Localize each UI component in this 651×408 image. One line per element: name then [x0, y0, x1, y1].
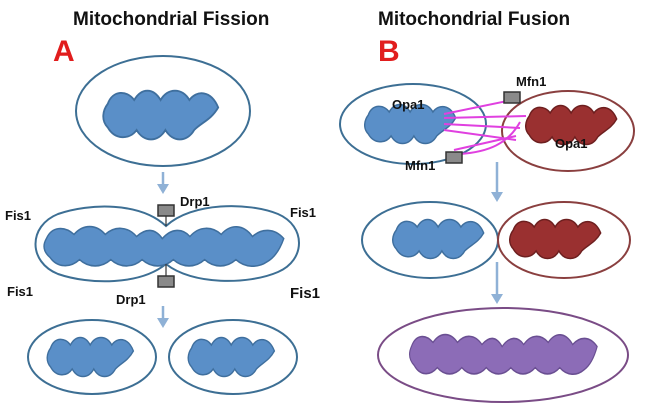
- fusion-panel-letter: B: [378, 35, 400, 68]
- drp1-label-bottom: Drp1: [116, 292, 146, 307]
- opa1-label-left: Opa1: [392, 97, 425, 112]
- fis1-label-top-right: Fis1: [290, 205, 316, 220]
- mfn1-label-top: Mfn1: [516, 74, 546, 89]
- drp1-protein: [157, 204, 175, 217]
- drp1-top: Drp1: [157, 194, 210, 226]
- fission-daughter-left: [27, 319, 157, 395]
- mfn1-protein: [503, 91, 521, 104]
- fusion-mitochondrion-fused: [377, 307, 629, 403]
- fusion-arrow-1: [491, 162, 503, 202]
- fission-panel: Mitochondrial Fission A Drp1 Drp1 Fis1 F…: [5, 9, 320, 395]
- fission-panel-letter: A: [53, 35, 75, 68]
- fusion-docked-blue: [361, 201, 499, 279]
- fission-arrow-1: [157, 172, 169, 194]
- drp1-bottom: Drp1: [116, 264, 175, 307]
- fusion-docked-red: [497, 201, 631, 279]
- fission-title: Mitochondrial Fission: [73, 9, 269, 30]
- mfn1-tethers: [443, 99, 527, 155]
- mfn1-protein: [445, 151, 463, 164]
- fusion-mitochondrion-blue: Opa1: [339, 83, 487, 165]
- fission-mitochondrion-intact: [75, 55, 251, 167]
- fission-arrow-2: [157, 306, 169, 328]
- fis1-label-bottom-right: Fis1: [290, 285, 320, 302]
- drp1-label-top: Drp1: [180, 194, 210, 209]
- mfn1-top: Mfn1: [503, 74, 546, 104]
- tether-line: [443, 123, 521, 129]
- mfn1-label-bottom: Mfn1: [405, 158, 435, 173]
- tether-line: [443, 115, 527, 119]
- drp1-protein: [157, 275, 175, 288]
- fis1-label-bottom-left: Fis1: [7, 284, 33, 299]
- fission-mitochondrion-constricting: [34, 205, 300, 283]
- mfn1-bottom: Mfn1: [405, 151, 463, 173]
- fusion-title: Mitochondrial Fusion: [378, 9, 570, 30]
- opa1-label-right: Opa1: [555, 136, 588, 151]
- tether-line: [459, 121, 521, 155]
- fis1-label-top-left: Fis1: [5, 208, 31, 223]
- fusion-mitochondrion-red: Opa1: [501, 90, 635, 172]
- fusion-arrow-2: [491, 262, 503, 304]
- tether-line: [443, 99, 513, 115]
- fusion-panel: Mitochondrial Fusion B Opa1 Opa1 Mfn1 M: [339, 9, 635, 403]
- fission-daughter-right: [168, 319, 298, 395]
